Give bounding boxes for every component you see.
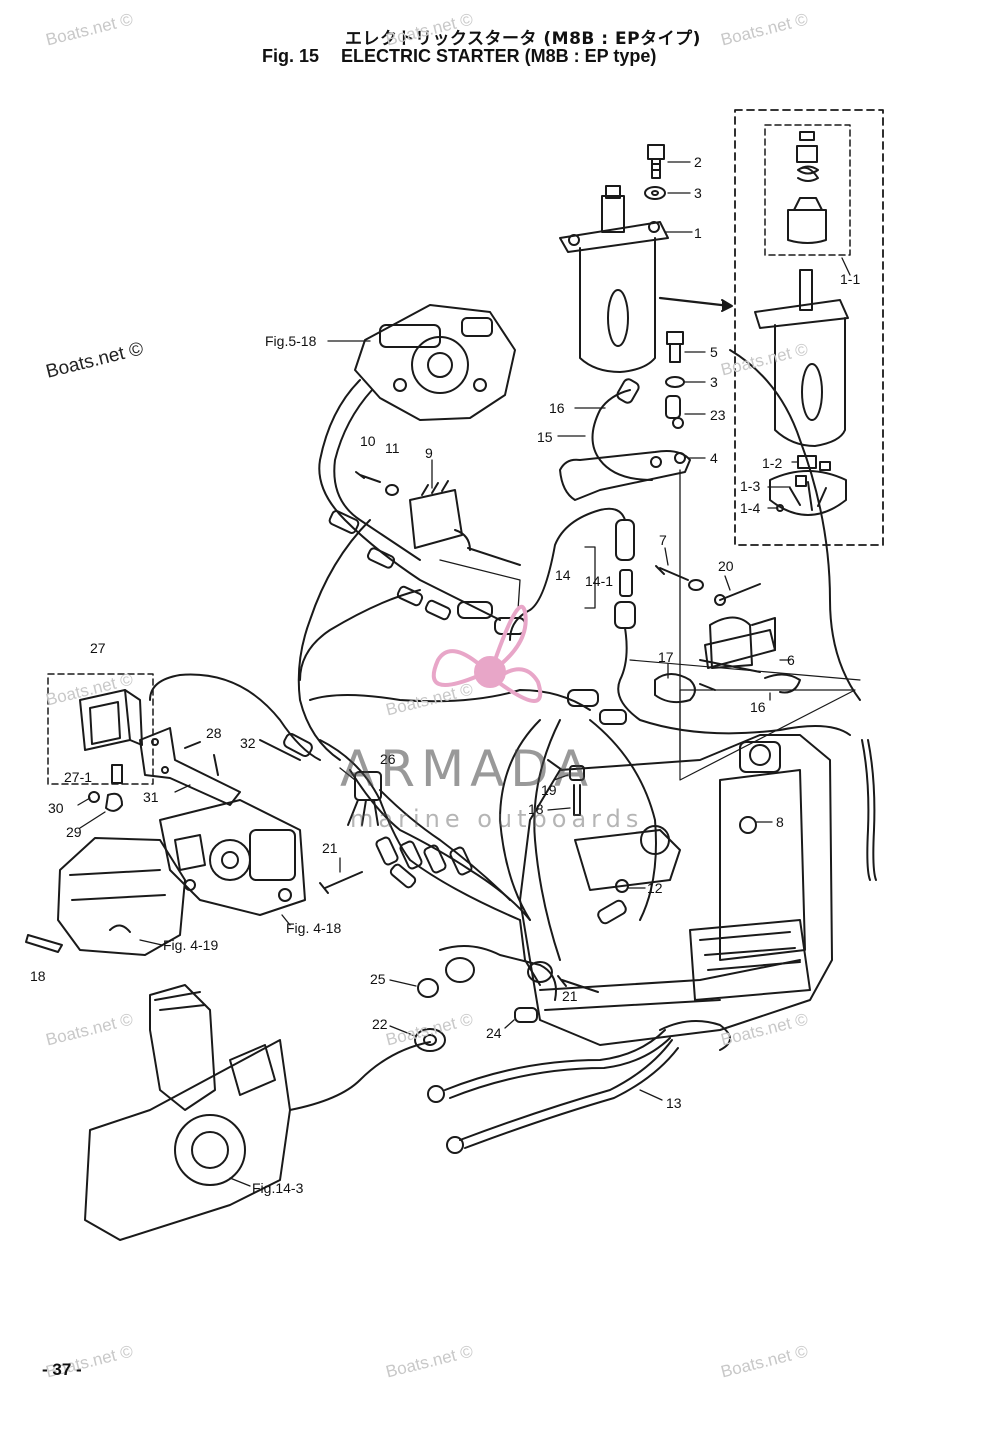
grommet-24 <box>514 1007 538 1023</box>
callout-13: 13 <box>666 1095 682 1111</box>
callout-21a: 21 <box>322 840 338 856</box>
callout-23: 23 <box>710 407 726 423</box>
callout-14: 14 <box>555 567 571 583</box>
screw-10 <box>355 471 381 483</box>
callout-10: 10 <box>360 433 376 449</box>
callout-16a: 16 <box>549 400 565 416</box>
callout-15: 15 <box>537 429 553 445</box>
callout-3a: 3 <box>694 185 702 201</box>
wiring-harness <box>149 589 657 986</box>
callout-26: 26 <box>380 751 396 767</box>
callout-18b: 18 <box>528 801 544 817</box>
callout-1-2: 1-2 <box>762 455 783 471</box>
insulator-23 <box>665 395 684 429</box>
callout-1-3: 1-3 <box>740 478 761 494</box>
ref-fig-4-18: Fig. 4-18 <box>286 920 342 936</box>
rectifier-9 <box>409 480 471 551</box>
figure-number: Fig. 15 <box>262 46 320 66</box>
pinion-detail-box <box>764 124 851 256</box>
figure-title: ELECTRIC STARTER (M8B : EP type) <box>341 46 657 66</box>
callout-25: 25 <box>370 971 386 987</box>
ignition-assembly <box>354 304 516 421</box>
callout-31: 31 <box>143 789 159 805</box>
remote-control-box <box>84 984 431 1241</box>
starter-motor <box>559 185 669 373</box>
callout-1-4: 1-4 <box>740 500 761 516</box>
cable-15 <box>591 389 653 481</box>
nut-30 <box>88 791 100 803</box>
ref-fig-14-3: Fig.14-3 <box>252 1180 304 1196</box>
ref-fig-5-18: Fig.5-18 <box>265 333 317 349</box>
callout-11: 11 <box>385 440 400 456</box>
part-27-box <box>47 673 154 785</box>
callout-7: 7 <box>659 532 667 548</box>
screw-19 <box>547 759 563 771</box>
callout-12: 12 <box>647 880 663 896</box>
callout-21b: 21 <box>562 988 578 1004</box>
engine-block <box>519 734 833 1046</box>
brand-watermark: ARMADA <box>340 740 595 798</box>
clip-29 <box>105 792 123 812</box>
callout-14-1: 14-1 <box>585 573 614 589</box>
brand-propeller-logo <box>431 604 543 703</box>
callout-3b: 3 <box>710 374 718 390</box>
intake-silencer <box>57 837 186 956</box>
washer-3b <box>665 376 685 388</box>
callout-32: 32 <box>240 735 256 751</box>
callout-28: 28 <box>206 725 222 741</box>
page-number: - 37 - <box>42 1360 82 1379</box>
title-english: Fig. 15 ELECTRIC STARTER (M8B : EP type) <box>262 46 656 67</box>
wire-connectors <box>328 510 526 635</box>
callout-5: 5 <box>710 344 718 360</box>
callout-6: 6 <box>787 652 795 668</box>
grommet-22 <box>414 1028 446 1052</box>
starter-relay-6 <box>699 583 776 673</box>
callout-30: 30 <box>48 800 64 816</box>
solenoid-27 <box>79 689 143 784</box>
screw-21b <box>557 975 599 993</box>
callout-9: 9 <box>425 445 433 461</box>
callout-4: 4 <box>710 450 718 466</box>
brand-watermark-sub: marine outboards <box>350 805 644 833</box>
screw-32 <box>213 754 219 776</box>
callout-24: 24 <box>486 1025 502 1041</box>
callout-29: 29 <box>66 824 82 840</box>
callout-16b: 16 <box>750 699 766 715</box>
screw-28 <box>184 741 201 749</box>
washer-11 <box>385 484 399 496</box>
callout-17: 17 <box>658 649 674 665</box>
callout-20: 20 <box>718 558 734 574</box>
title-japanese: エレクトリックスタータ (M8B : EPタイプ) <box>345 29 701 49</box>
callout-1-1: 1-1 <box>840 271 861 287</box>
exploded-starter <box>754 131 849 516</box>
clip-19 <box>569 765 585 816</box>
clamp-17 <box>654 673 716 704</box>
bolt-5 <box>666 331 684 363</box>
screw-21a <box>319 871 363 894</box>
battery-cables-13 <box>427 1020 731 1154</box>
ref-fig-4-19: Fig. 4-19 <box>163 937 219 953</box>
carburetor <box>159 799 306 916</box>
callout-8: 8 <box>776 814 784 830</box>
callout-18a: 18 <box>30 968 46 984</box>
callout-22: 22 <box>372 1016 388 1032</box>
callout-2: 2 <box>694 154 702 170</box>
callout-19: 19 <box>541 782 557 798</box>
callout-1: 1 <box>694 225 702 241</box>
callout-27: 27 <box>90 640 106 656</box>
bolt-2 <box>647 144 665 179</box>
clamp-16b <box>764 673 801 694</box>
grommet-25 <box>417 978 439 998</box>
callout-27-1: 27-1 <box>64 769 93 785</box>
starter-detail-box <box>734 109 884 546</box>
fuse-holder-14 <box>614 519 636 629</box>
pin-18 <box>25 934 63 953</box>
washer-3 <box>644 186 666 200</box>
bolt-7 <box>655 565 689 581</box>
bracket-31 <box>139 727 241 806</box>
